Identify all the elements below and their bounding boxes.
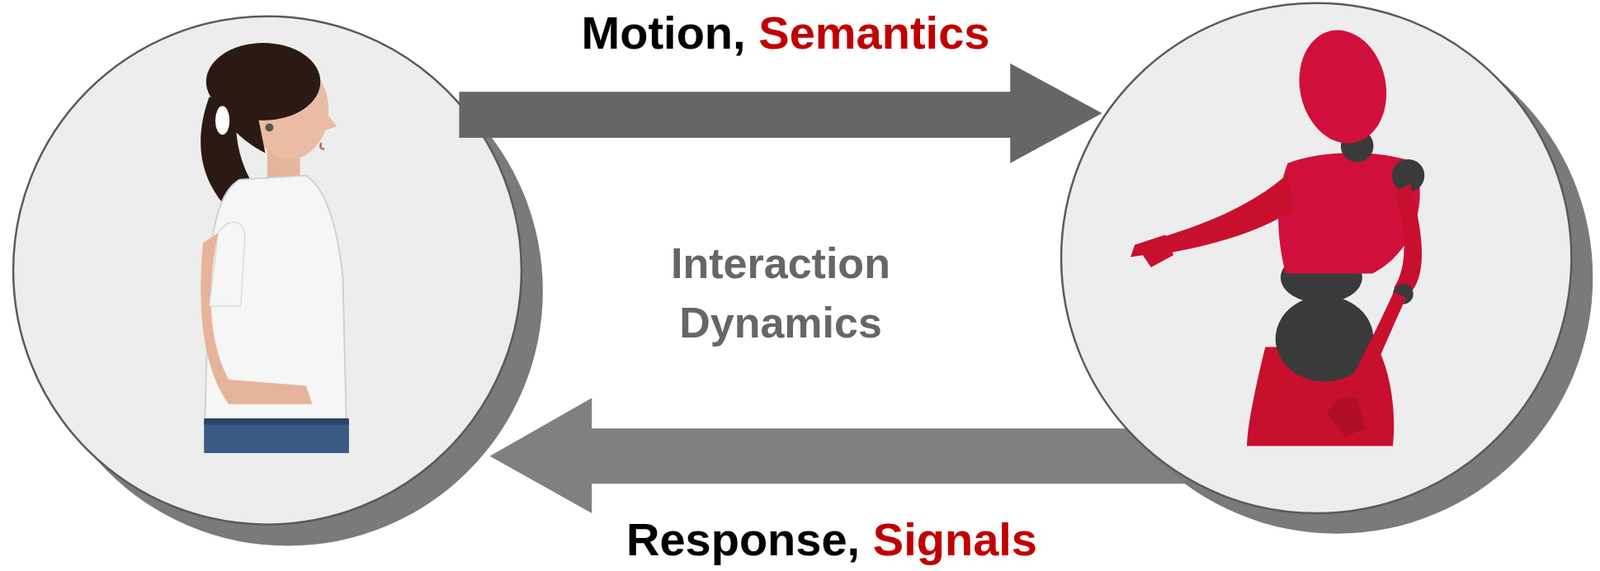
arrow-label: Signals <box>873 514 1038 566</box>
arrow-label: Response, <box>626 514 860 566</box>
center-label: Interaction Dynamics <box>670 239 891 347</box>
scene <box>13 3 1593 547</box>
arrow-label: Motion, <box>581 7 746 59</box>
motion-arrow <box>458 63 1102 164</box>
human-circle <box>13 16 522 525</box>
robot-figure <box>1130 22 1425 447</box>
woman-figure <box>200 42 350 454</box>
label-row: Response,Signals <box>626 514 1038 566</box>
label-block: Interaction Dynamics <box>615 233 946 353</box>
arrow-label: Semantics <box>758 7 990 59</box>
label-row: Motion,Semantics <box>581 7 991 59</box>
robot-circle <box>1061 3 1572 514</box>
